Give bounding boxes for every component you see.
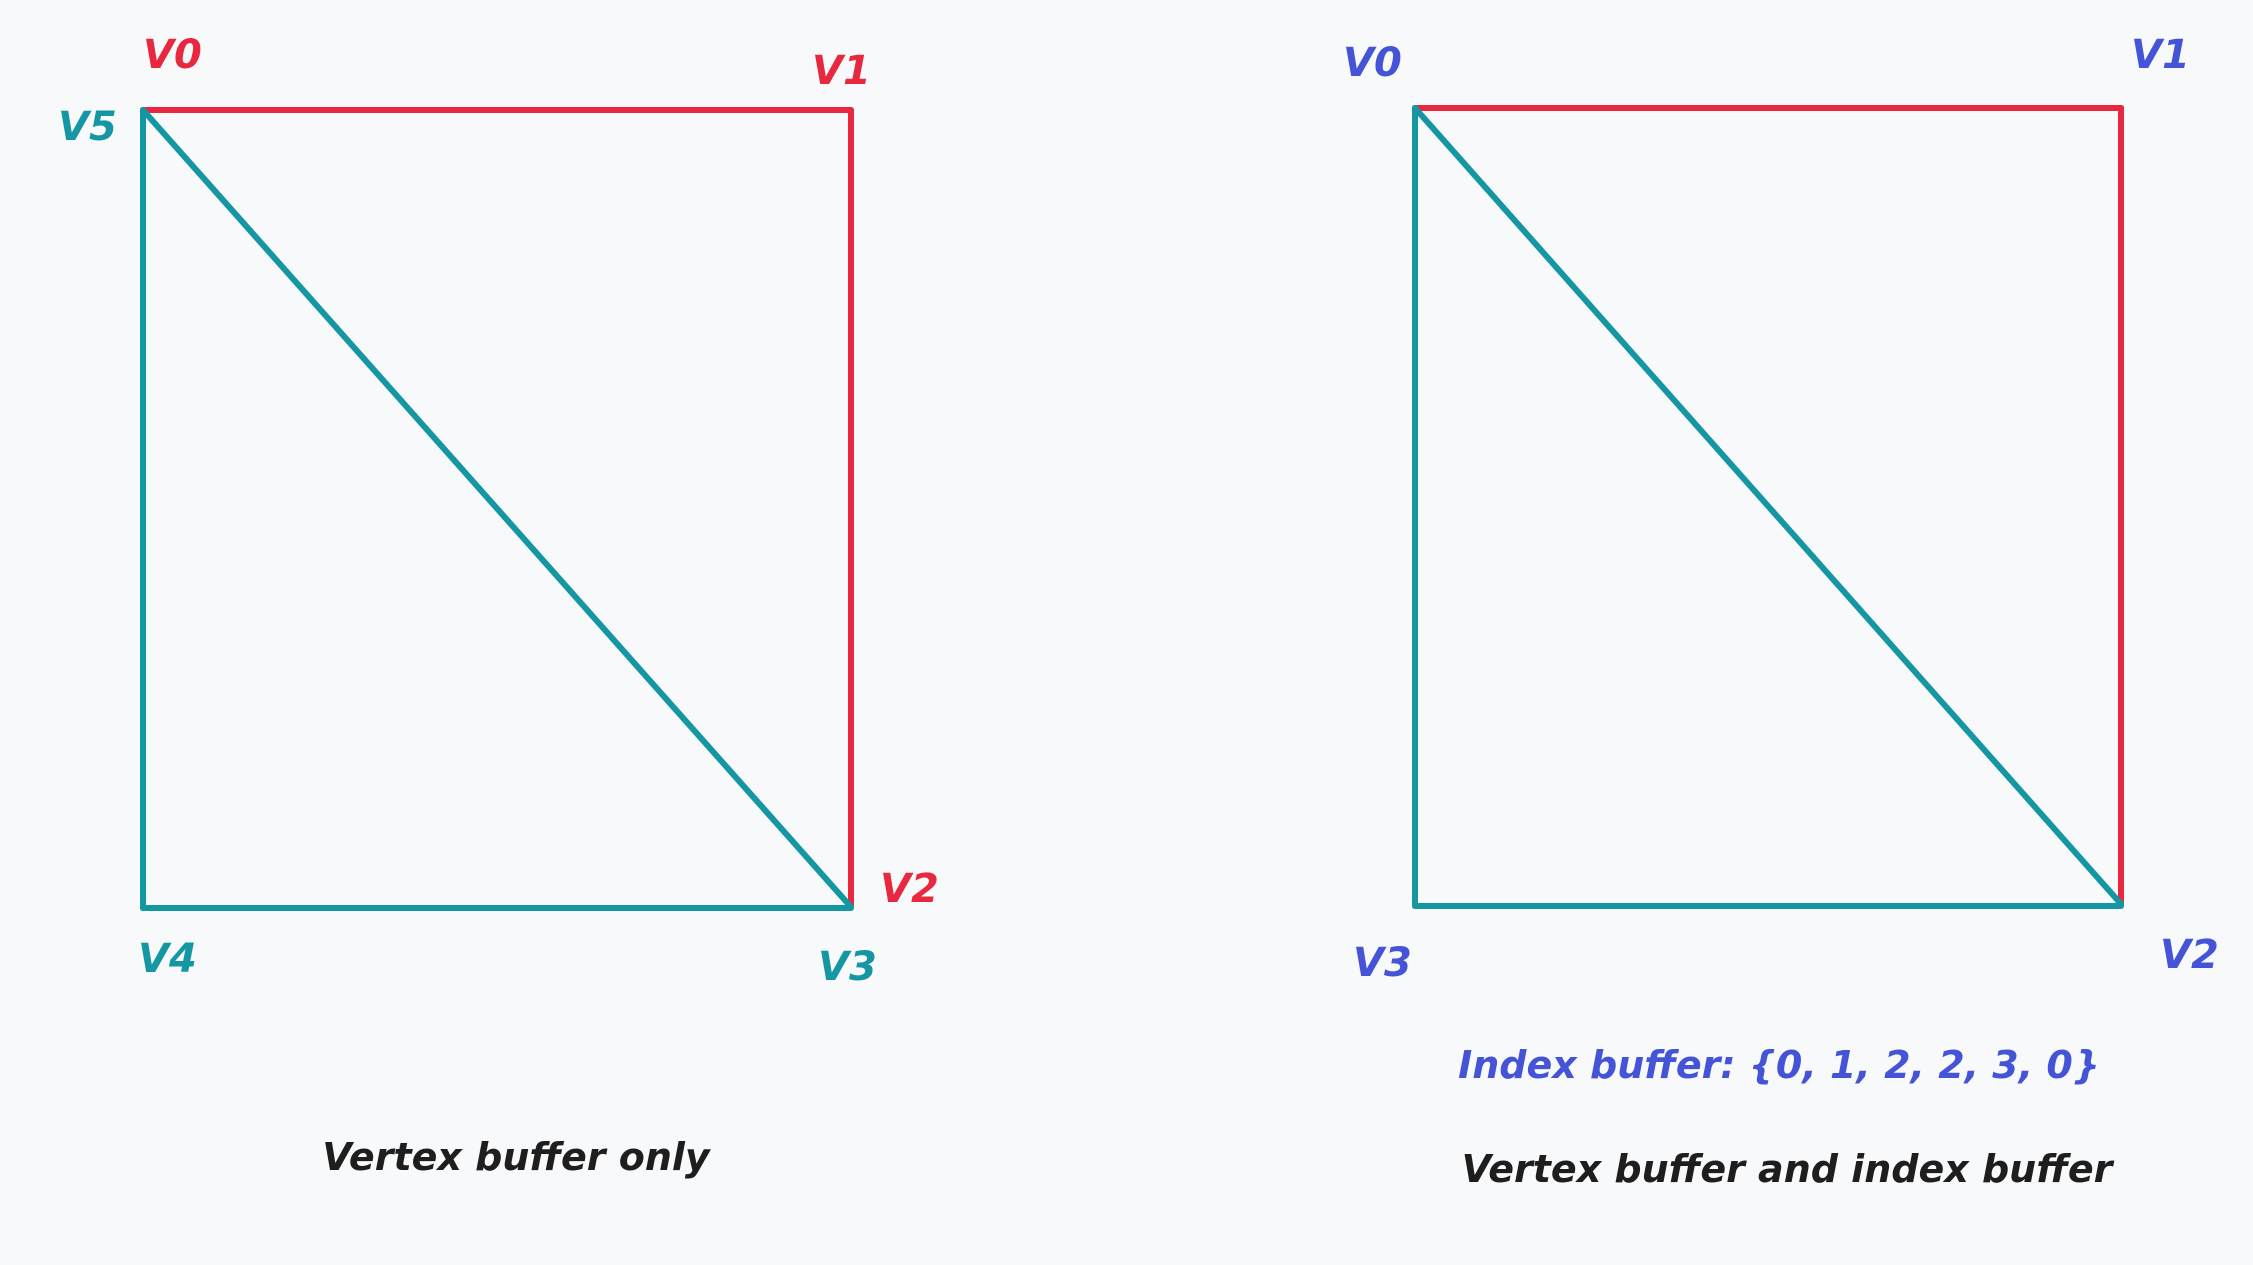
left-edge-diagonal (140, 107, 854, 910)
index-buffer-text: Index buffer: {0, 1, 2, 2, 3, 0} (1458, 1043, 2100, 1087)
left-label-v4: V4 (138, 936, 197, 982)
right-label-v3: V3 (1353, 940, 1412, 986)
left-label-v0: V0 (143, 32, 202, 78)
right-label-v2: V2 (2160, 932, 2219, 978)
right-edge-diagonal (1412, 105, 2124, 907)
left-quad (140, 107, 854, 911)
right-quad (1412, 105, 2124, 909)
right-caption: Vertex buffer and index buffer (1462, 1147, 2115, 1191)
left-label-v2: V2 (880, 866, 939, 912)
left-caption: Vertex buffer only (322, 1135, 712, 1179)
left-label-v3: V3 (818, 944, 877, 990)
right-label-v1: V1 (2131, 32, 2190, 78)
left-label-v1: V1 (812, 48, 871, 94)
right-label-v0: V0 (1343, 40, 1402, 86)
left-label-v5: V5 (58, 104, 117, 150)
